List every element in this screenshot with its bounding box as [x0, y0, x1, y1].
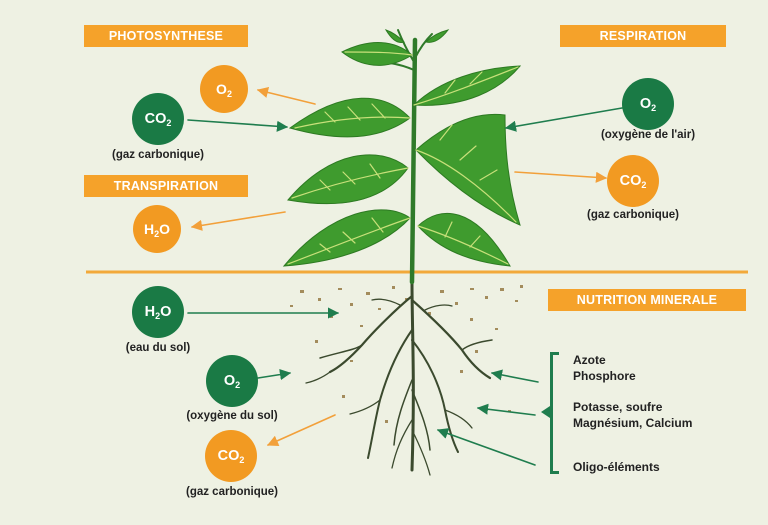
banner-respiration: RESPIRATION — [560, 25, 726, 47]
h2o-transp-post: O — [159, 221, 171, 237]
arrow-o2-sol-in — [257, 369, 292, 381]
co2-respiration-bubble: CO2 — [607, 155, 659, 207]
arrow-co2-in — [187, 119, 289, 132]
leaf-veins — [287, 51, 519, 265]
o2-sol-label: (oxygène du sol) — [186, 410, 278, 422]
nutrient-bracket — [541, 352, 559, 474]
co2-sol-label: (gaz carbonique) — [185, 486, 279, 498]
co2-sol-bubble: CO2 — [205, 430, 257, 482]
co2-photosynthese-label: (gaz carbonique) — [111, 149, 205, 161]
h2o-transpiration-bubble: H2O — [133, 205, 181, 253]
o2-sol-base: O — [223, 373, 236, 389]
banner-photosynthese: PHOTOSYNTHESE — [84, 25, 248, 47]
o2-photosynthese-bubble: O2 — [200, 65, 248, 113]
co2-sol-sub: 2 — [239, 455, 245, 465]
nutrient-azote: Azote — [573, 353, 606, 367]
arrow-co2-sol-out — [266, 414, 336, 446]
co2-resp-sub: 2 — [641, 180, 647, 190]
o2-air-bubble: O2 — [622, 78, 674, 130]
h2o-sol-post: O — [160, 304, 172, 320]
arrow-co2-resp-out — [514, 171, 608, 183]
o2-sol-sub: 2 — [235, 380, 241, 390]
co2-resp-base: CO — [619, 173, 642, 189]
arrow-nutrient-1 — [490, 369, 539, 383]
nutrient-magnesium-calcium: Magnésium, Calcium — [573, 416, 693, 430]
co2-photosynthese-bubble: CO2 — [132, 93, 184, 145]
h2o-sol-label: (eau du sol) — [125, 342, 191, 354]
leaves — [282, 29, 522, 267]
h2o-sol-bubble: H2O — [132, 286, 184, 338]
o2-air-label: (oxygène de l'air) — [600, 129, 696, 141]
o2-sol-bubble: O2 — [206, 355, 258, 407]
nutrient-group-3: Oligo-éléments — [573, 459, 660, 475]
o2-resp-base: O — [639, 96, 652, 112]
arrow-o2-air-in — [504, 107, 623, 132]
nutrient-oligo-elements: Oligo-éléments — [573, 460, 660, 474]
o2-photo-base: O — [216, 81, 227, 97]
h2o-transp-sub: 2 — [154, 229, 160, 239]
co2-photo-sub: 2 — [166, 118, 172, 128]
nutrient-group-1: Azote Phosphore — [573, 352, 636, 384]
co2-respiration-label: (gaz carbonique) — [586, 209, 680, 221]
o2-photo-sub: 2 — [226, 89, 232, 99]
h2o-sol-sub: 2 — [155, 311, 161, 321]
arrow-h2o-out — [190, 211, 286, 231]
h2o-transp-pre: H — [143, 221, 155, 237]
banner-nutrition-minerale: NUTRITION MINERALE — [548, 289, 746, 311]
co2-sol-base: CO — [217, 448, 240, 464]
arrow-o2-out — [256, 86, 316, 105]
nutrient-group-2: Potasse, soufre Magnésium, Calcium — [573, 399, 692, 431]
co2-photo-base: CO — [144, 111, 167, 127]
soil-particles — [290, 285, 523, 423]
nutrient-phosphore: Phosphore — [573, 369, 636, 383]
arrow-nutrient-2 — [476, 403, 536, 416]
nutrient-potasse-soufre: Potasse, soufre — [573, 400, 663, 414]
o2-resp-sub: 2 — [651, 103, 657, 113]
arrow-nutrient-3 — [436, 428, 536, 466]
exchange-arrows — [187, 86, 623, 466]
h2o-sol-pre: H — [144, 304, 156, 320]
banner-transpiration: TRANSPIRATION — [84, 175, 248, 197]
roots — [305, 280, 493, 476]
